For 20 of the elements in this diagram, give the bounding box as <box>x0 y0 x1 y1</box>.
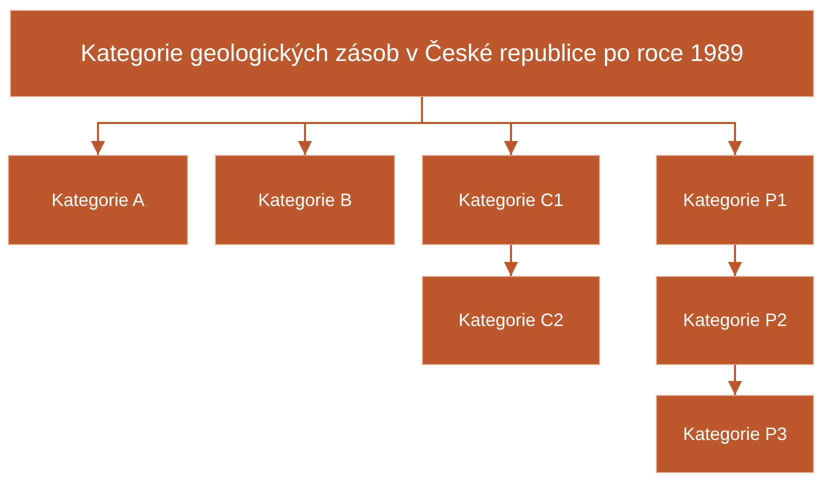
category-label: Kategorie P3 <box>682 424 788 444</box>
title-box <box>10 10 814 97</box>
category-label: Kategorie C1 <box>458 190 564 210</box>
title-text: Kategorie geologických zásob v České republice po roce 1989 <box>80 40 744 68</box>
category-label: Kategorie P1 <box>682 190 788 210</box>
category-box <box>422 276 600 365</box>
arrow <box>728 245 742 276</box>
arrow <box>421 97 742 155</box>
category-box <box>656 395 814 473</box>
category-label: Kategorie A <box>51 190 145 210</box>
category-box <box>215 155 395 245</box>
arrow <box>728 365 742 395</box>
category-label: Kategorie C2 <box>458 310 564 331</box>
category-box <box>422 155 600 245</box>
category-label: Kategorie P2 <box>682 310 788 331</box>
category-box <box>656 276 814 365</box>
arrow <box>504 245 518 276</box>
category-box <box>8 155 188 245</box>
category-label: Kategorie B <box>258 190 352 210</box>
category-box <box>656 155 814 245</box>
